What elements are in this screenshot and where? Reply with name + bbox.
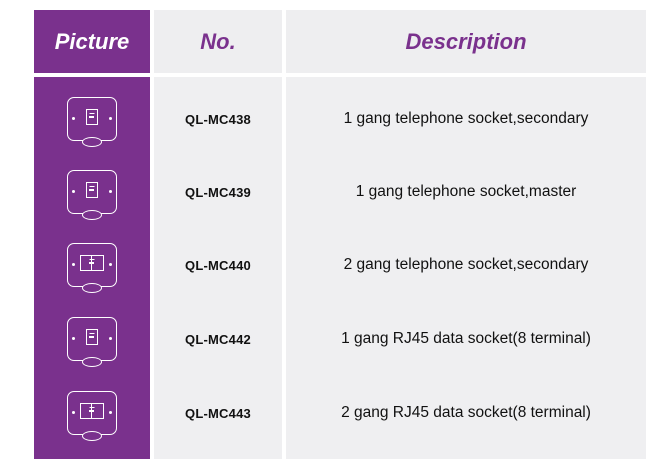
table-row: QL-MC438 1 gang telephone socket,secondar… — [34, 82, 646, 156]
product-number: QL-MC438 — [185, 111, 251, 127]
table-row: QL-MC443 2 gang RJ45 data socket(8 termin… — [34, 376, 646, 450]
product-picture — [34, 376, 150, 450]
single-socket-icon — [67, 317, 117, 367]
product-description: 2 gang RJ45 data socket(8 terminal) — [341, 404, 591, 421]
table-row: QL-MC440 2 gang telephone socket,secondar… — [34, 228, 646, 302]
table-row: QL-MC439 1 gang telephone socket,master — [34, 155, 646, 229]
double-socket-icon — [67, 243, 117, 293]
single-socket-icon — [67, 97, 117, 147]
product-picture — [34, 155, 150, 229]
single-socket-icon — [67, 170, 117, 220]
header-picture: Picture — [34, 10, 150, 73]
double-socket-icon — [67, 391, 117, 441]
product-picture — [34, 82, 150, 156]
table-row: QL-MC442 1 gang RJ45 data socket(8 termin… — [34, 302, 646, 376]
product-number: QL-MC442 — [185, 331, 251, 347]
header-description: Description — [286, 10, 646, 73]
product-picture — [34, 228, 150, 302]
product-number: QL-MC440 — [185, 257, 251, 273]
product-description: 1 gang telephone socket,master — [355, 183, 577, 200]
product-number: QL-MC443 — [185, 405, 251, 421]
product-picture — [34, 302, 150, 376]
product-description: 2 gang telephone socket,secondary — [343, 256, 589, 273]
no-column — [154, 77, 282, 459]
product-description: 1 gang telephone socket,secondary — [343, 110, 589, 127]
product-number: QL-MC439 — [185, 184, 251, 200]
product-table: Picture No. Description QL-MC438 1 gang t… — [34, 10, 646, 459]
description-column — [286, 77, 646, 459]
product-description: 1 gang RJ45 data socket(8 terminal) — [341, 330, 591, 347]
header-no: No. — [154, 10, 282, 73]
